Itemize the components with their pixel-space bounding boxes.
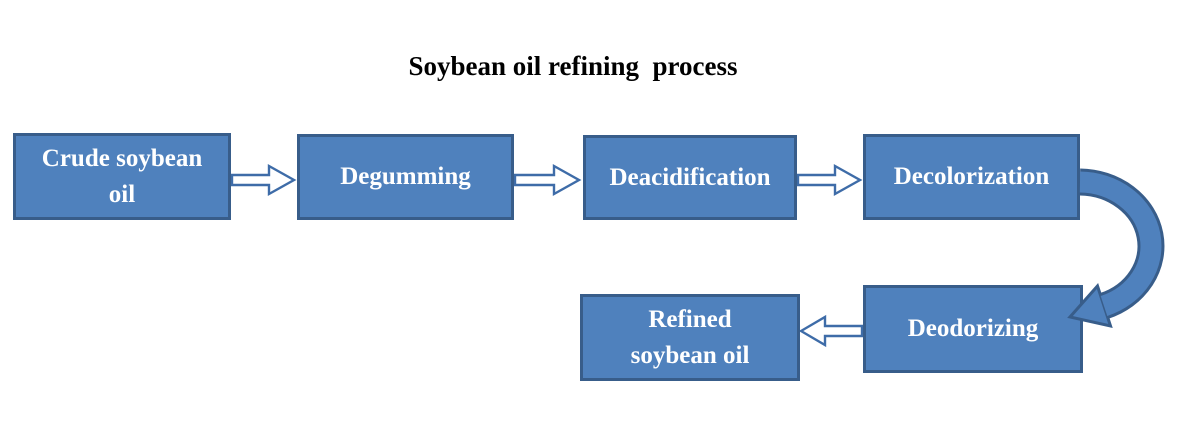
node-crude-soybean-oil: Crude soybean oil [13, 133, 231, 220]
node-degumming: Degumming [297, 134, 514, 220]
right-arrow-icon [514, 163, 582, 197]
diagram-title: Soybean oil refining process [408, 51, 738, 81]
left-arrow-icon [800, 314, 863, 348]
right-arrow-icon [797, 163, 863, 197]
node-decolorization: Decolorization [863, 134, 1080, 220]
right-arrow-icon [231, 163, 297, 197]
node-refined-soybean-oil: Refined soybean oil [580, 294, 800, 381]
node-deodorizing: Deodorizing [863, 285, 1083, 373]
node-deacidification: Deacidification [583, 135, 797, 220]
